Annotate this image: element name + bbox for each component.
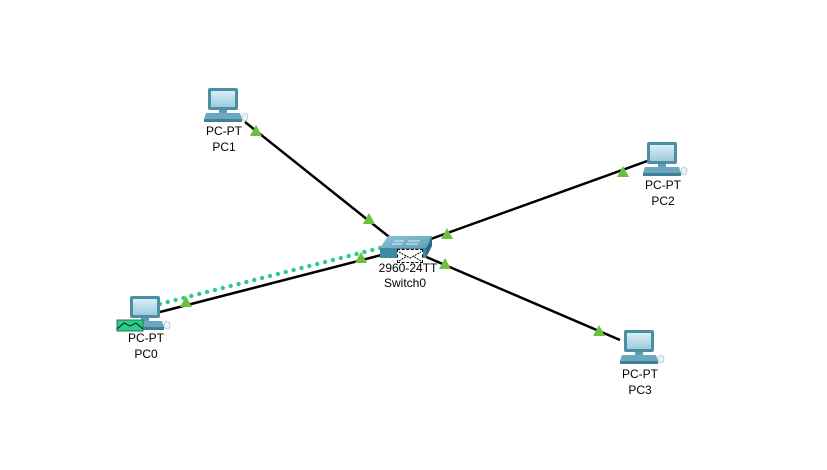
link-pc2-switch0[interactable] [427, 158, 651, 242]
traffic-dot [197, 291, 202, 297]
link-up-indicator-switch-pc2 [441, 228, 453, 239]
traffic-dot [275, 271, 281, 277]
pc3-model-label: PC-PT [622, 367, 658, 381]
pc0-model-label: PC-PT [128, 331, 164, 345]
traffic-dot [173, 297, 178, 303]
pc1-model-label: PC-PT [206, 124, 242, 138]
envelope-open-icon[interactable] [116, 319, 144, 332]
link-up-indicator-pc0 [180, 296, 192, 307]
pc2-icon[interactable] [642, 141, 688, 177]
traffic-dot [212, 287, 218, 293]
link-indicators [180, 125, 629, 336]
traffic-dot [370, 247, 375, 253]
traffic-dot [165, 299, 170, 305]
traffic-dot [189, 293, 194, 299]
link-pc3-switch0[interactable] [423, 254, 621, 342]
traffic-dot [244, 279, 249, 285]
pc2-name-label: PC2 [651, 194, 675, 208]
traffic-dot [322, 259, 328, 265]
traffic-dot [220, 285, 225, 291]
switch0-name-label: Switch0 [383, 276, 427, 290]
pc0-name-label: PC0 [134, 347, 158, 361]
traffic-dot [283, 269, 288, 275]
pc1-name-label: PC1 [212, 140, 236, 154]
traffic-dot [330, 257, 336, 263]
traffic-dot [354, 251, 359, 257]
traffic-dot [228, 283, 233, 289]
traffic-dot [267, 273, 273, 279]
envelope-icon[interactable] [397, 249, 423, 263]
traffic-dot [252, 277, 257, 283]
traffic-dot [362, 249, 367, 255]
link-up-indicator-pc3 [593, 325, 605, 336]
traffic-dot [338, 255, 343, 261]
link-up-indicator-pc2 [617, 166, 629, 177]
traffic-dot [346, 253, 351, 259]
envelope-glyph [398, 251, 422, 262]
pc1-icon[interactable] [203, 87, 249, 123]
traffic-dot [291, 267, 296, 273]
pc3-name-label: PC3 [628, 383, 652, 397]
traffic-dot [307, 263, 312, 269]
traffic-dot [299, 265, 304, 271]
link-pc0-switch0[interactable] [159, 250, 394, 314]
switch0-model-label: 2960-24TT [378, 261, 438, 275]
traffic-dot [204, 289, 210, 295]
traffic-dot [315, 261, 320, 267]
link-up-indicator-switch-pc3 [439, 258, 451, 269]
link-up-indicator-switch-pc1 [363, 213, 375, 224]
traffic-dot [259, 275, 265, 281]
traffic-dot [236, 281, 241, 287]
link-up-indicator-pc1 [250, 125, 262, 136]
pc3-icon[interactable] [619, 329, 665, 365]
pc2-model-label: PC-PT [645, 178, 681, 192]
link-up-indicator-switch-pc0 [355, 252, 367, 263]
